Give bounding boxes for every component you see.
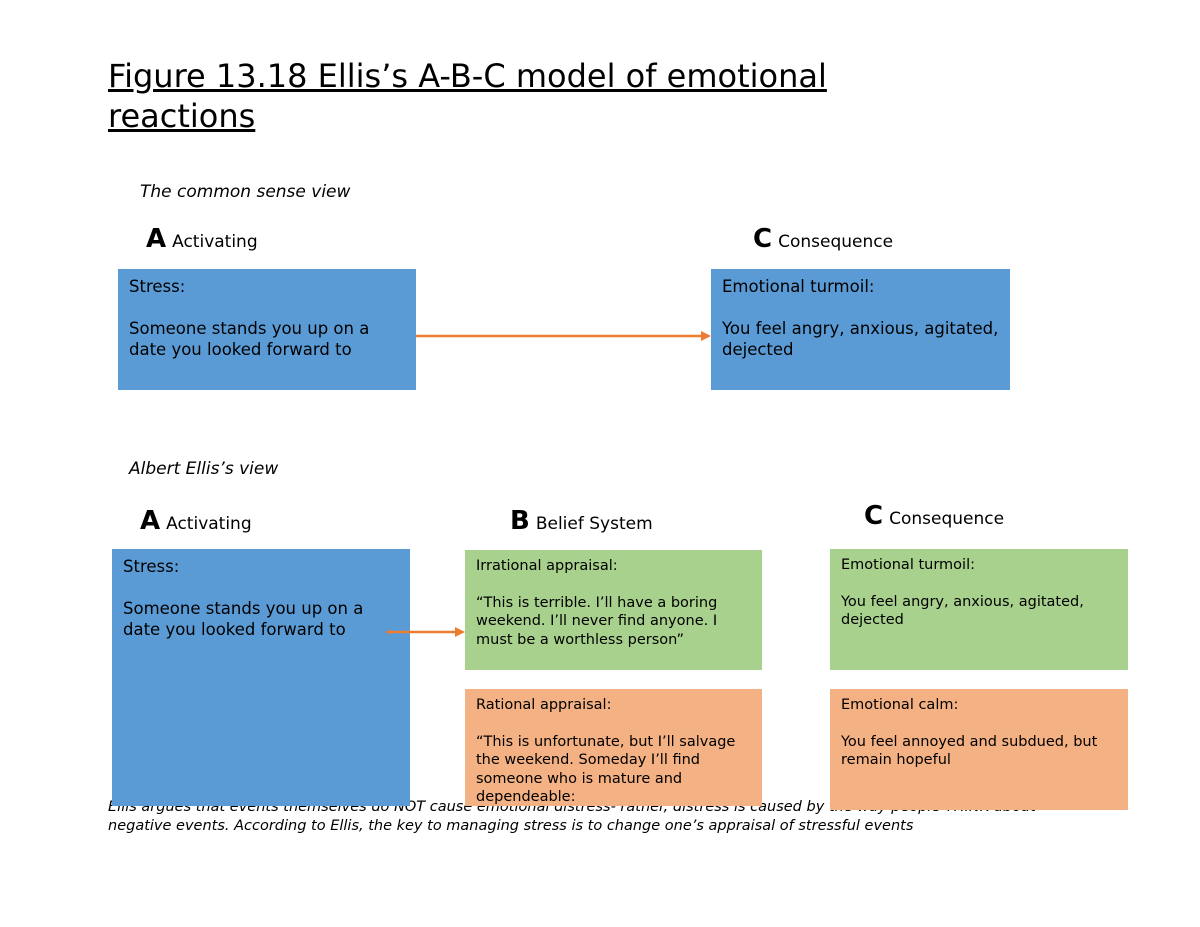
- common-turmoil-body: You feel angry, anxious, agitated, dejec…: [722, 319, 999, 359]
- ellis-a-word: Activating: [166, 514, 252, 534]
- ellis-stress-heading: Stress:: [123, 557, 180, 576]
- common-c-word: Consequence: [778, 232, 894, 252]
- ellis-stress-box: Stress: Someone stands you up on a date …: [112, 549, 410, 806]
- turmoil-body: You feel angry, anxious, agitated, dejec…: [841, 593, 1084, 629]
- emotional-calm-box: Emotional calm: You feel annoyed and sub…: [830, 689, 1128, 810]
- ellis-b-word: Belief System: [535, 514, 653, 534]
- irrational-body: “This is terrible. I’ll have a boring we…: [476, 594, 718, 648]
- calm-heading: Emotional calm:: [841, 697, 959, 713]
- rational-heading: Rational appraisal:: [476, 697, 612, 713]
- ellis-c-letter: C: [864, 501, 884, 531]
- emotional-turmoil-box: Emotional turmoil: You feel angry, anxio…: [830, 549, 1128, 670]
- common-view-label: The common sense view: [140, 182, 351, 202]
- irrational-appraisal-box: Irrational appraisal: “This is terrible.…: [465, 550, 762, 670]
- common-a-word: Activating: [172, 232, 258, 252]
- ellis-b-letter: B: [510, 506, 530, 536]
- common-stress-body: Someone stands you up on a date you look…: [129, 319, 370, 359]
- ellis-a-letter: A: [140, 506, 161, 536]
- common-a-letter: A: [146, 224, 167, 254]
- common-c-letter: C: [753, 224, 773, 254]
- ellis-c-word: Consequence: [889, 509, 1005, 529]
- common-stress-heading: Stress:: [129, 277, 186, 296]
- calm-body: You feel annoyed and subdued, but remain…: [841, 733, 1098, 769]
- rational-body: “This is unfortunate, but I’ll salvage t…: [476, 733, 736, 806]
- common-turmoil-heading: Emotional turmoil:: [722, 277, 875, 296]
- irrational-heading: Irrational appraisal:: [476, 558, 618, 574]
- common-stress-box: Stress: Someone stands you up on a date …: [118, 269, 416, 390]
- turmoil-heading: Emotional turmoil:: [841, 557, 975, 573]
- rational-appraisal-box: Rational appraisal: “This is unfortunate…: [465, 689, 762, 806]
- ellis-stress-body: Someone stands you up on a date you look…: [123, 599, 364, 639]
- figure-title: Figure 13.18 Ellis’s A-B-C model of emot…: [108, 57, 827, 135]
- common-turmoil-box: Emotional turmoil: You feel angry, anxio…: [711, 269, 1010, 390]
- ellis-view-label: Albert Ellis’s view: [129, 459, 279, 479]
